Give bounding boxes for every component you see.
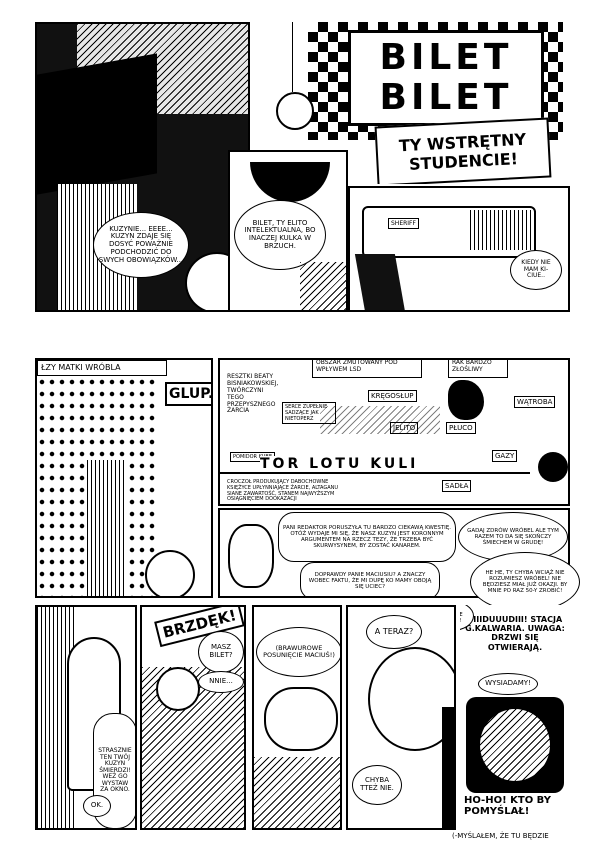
panel-top-left: KUZYNIE... EEEE... KUZYN ZDAJE SIĘ DOSYĆ… [35,22,250,312]
sparrow-head [145,550,195,596]
speech-bubble-kuzynie: KUZYNIE... EEEE... KUZYN ZDAJE SIĘ DOSYĆ… [93,212,189,278]
punch-arm [264,687,338,751]
speech-bubble-a-teraz: A TERAZ? [366,615,422,649]
label-gazy: GAZY [492,450,518,462]
subtitle-block: TY WSTRĘTNY STUDENCIE! [374,117,552,184]
speech-bubble-ok: OK. [83,795,111,817]
title-block: BILET BILET [348,30,544,126]
title-panel: BILET BILET TY WSTRĘTNY STUDENCIE! [258,22,568,184]
panel-tears: ŁZY MATKI WRÓBLA GLUP. [35,358,213,598]
trajectory-label: TOR LOTU KULI [260,456,419,472]
panel-top-middle: BILET, TY ELITO INTELEKTUALNA, BO INACZE… [228,150,348,312]
title-bilet-1: BILET [379,37,513,78]
dark-wall [37,53,157,195]
speech-bubble-straszne: STRASZNIE TEN TWÓJ KUZYN ŚMIERDZI! WEŹ G… [93,713,135,828]
lamp-cord [292,22,293,92]
caption-lzy-matki: ŁZY MATKI WRÓBLA [37,360,167,376]
speech-bubble-chyba: CHYBA TTEŻ NIE. [352,765,402,805]
label-kregoslup: KRĘGOSŁUP [368,390,417,402]
panel-bottom-2: BRZDĘK! MASZ BILET? NNIE... [140,605,246,830]
arm-hatch [300,262,346,310]
panel-bottom-4: A TERAZ? CHYBA TTEŻ NIE. [346,605,456,830]
doorway [466,697,564,793]
speech-bubble-bilet: BILET, TY ELITO INTELEKTUALNA, BO INACZE… [234,200,326,270]
title-bilet-2: BILET [379,77,513,118]
panel-bottom-5: TIIIDUUUDIII! STACJA G.KALWARIA. UWAGA: … [460,605,570,830]
organs-hatch [320,406,440,434]
speech-bubble-pani-redaktor: PANI REDAKTOR PORUSZYŁA TU BARDZO CIEKAW… [278,512,456,562]
footer-caption: (-MYŚLAŁEM, ŻE TU BĘDZIE [452,832,549,840]
speech-bubble-kiedy: KIEDY NIE MAM KI- CIUE.. [510,250,562,290]
label-watroba: WĄTROBA [514,396,556,408]
speech-bubble-nnie: NNIE... [198,671,244,693]
label-rak: RAK BARDZO ZŁOŚLIWY [448,360,508,378]
speech-bubble-doprawdy: DOPRAWDY PANIE MACIUSIU? A ZNACZY WOBEC … [300,562,440,596]
speech-bubble-masz-bilet: MASZ BILET? [198,631,244,673]
gun-handle [354,254,406,310]
hoho-caption: HO-HO! KTO BY POMYŚLAŁ! [464,795,551,817]
wall-hatch [87,460,127,596]
body-hatch [254,757,340,828]
note-resztki: RESZTKI BEATY BISNIAKOWSKIEJ, TWÓRCZYNI … [224,372,280,442]
caption-gut: CROCZOŁ PRODUKUJĄCY DABOCHOWNE KSIĘŻYCE … [224,478,354,504]
mouth-shape [250,162,330,202]
label-pluco: PŁUCO [446,422,476,434]
hanging-lamp [276,92,314,130]
gun-barrel-hatch [470,210,532,250]
editor-face [228,524,274,588]
panel-bottom-3: (BRAWUROWE POSUNIĘCIE MACIUŚ!) [252,605,342,830]
label-sadla: SADŁA [442,480,472,492]
glup-sfx: GLUP. [165,382,211,406]
door-edge [442,707,454,828]
caption-station: TIIIDUUUDIII! STACJA G.KALWARIA. UWAGA: … [460,613,570,673]
pumpkin-face [480,709,550,781]
bullet-ball [538,452,568,482]
gun-label: SHERIFF [388,218,419,229]
speech-bubble-brawurowe: (BRAWUROWE POSUNIĘCIE MACIUŚ!) [256,627,340,677]
big-head [368,647,454,751]
panel-gun: SHERIFF KIEDY NIE MAM KI- CIUE.. [348,186,570,312]
speech-bubble-hehe: HE HE, TY CHYBA WCIĄŻ NIE ROZUMIESZ WRÓB… [470,552,580,612]
victim-head [156,667,200,711]
tumor-shape [448,380,484,420]
panel-anatomy: OBSZAR ZMUTOWANY POD WPŁYWEM LSD RAK BAR… [218,358,570,506]
speech-bubble-wysiadamy: WYSIADAMY! [478,673,538,695]
trajectory-line [220,472,530,474]
label-obszar: OBSZAR ZMUTOWANY POD WPŁYWEM LSD [312,360,422,378]
panel-bottom-1: STRASZNIE TEN TWÓJ KUZYN ŚMIERDZI! WEŹ G… [35,605,137,830]
